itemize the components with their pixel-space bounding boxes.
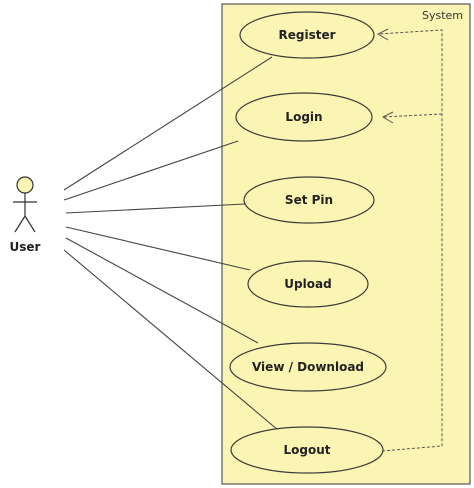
actor-label: User [10, 240, 41, 254]
register-ellipse [239, 11, 375, 59]
use-case-logout: Logout [230, 426, 384, 474]
arrowhead-login [381, 111, 394, 124]
association-login [63, 140, 239, 201]
system-label: System [422, 9, 463, 22]
actor-left-leg [14, 215, 26, 233]
system-boundary: System [221, 3, 471, 485]
system-box [221, 3, 471, 485]
association-set-pin [65, 203, 246, 214]
association-view-download [65, 237, 259, 344]
associations [63, 56, 279, 431]
use-case-upload: Upload [247, 260, 369, 308]
register-label: Register [278, 28, 335, 42]
upload-ellipse [247, 260, 369, 308]
logout-label: Logout [283, 443, 330, 457]
login-ellipse [235, 92, 373, 142]
association-upload [65, 226, 251, 271]
actor-head [16, 176, 34, 194]
dependency-logout-register [377, 29, 443, 452]
actor-user: User [10, 176, 41, 254]
use-case-login: Login [235, 92, 373, 142]
actor-right-leg [24, 215, 36, 233]
use-case-view-download: View / Download [229, 342, 387, 392]
dependencies [376, 28, 443, 452]
login-label: Login [285, 110, 322, 124]
association-logout [63, 249, 279, 431]
logout-ellipse [230, 426, 384, 474]
use-case-set-pin: Set Pin [243, 176, 375, 224]
set-pin-ellipse [243, 176, 375, 224]
use-case-register: Register [239, 11, 375, 59]
set-pin-label: Set Pin [285, 193, 333, 207]
arrowhead-register [376, 28, 389, 41]
view-download-ellipse [229, 342, 387, 392]
view-download-label: View / Download [252, 360, 364, 374]
association-register [63, 56, 273, 191]
upload-label: Upload [284, 277, 331, 291]
